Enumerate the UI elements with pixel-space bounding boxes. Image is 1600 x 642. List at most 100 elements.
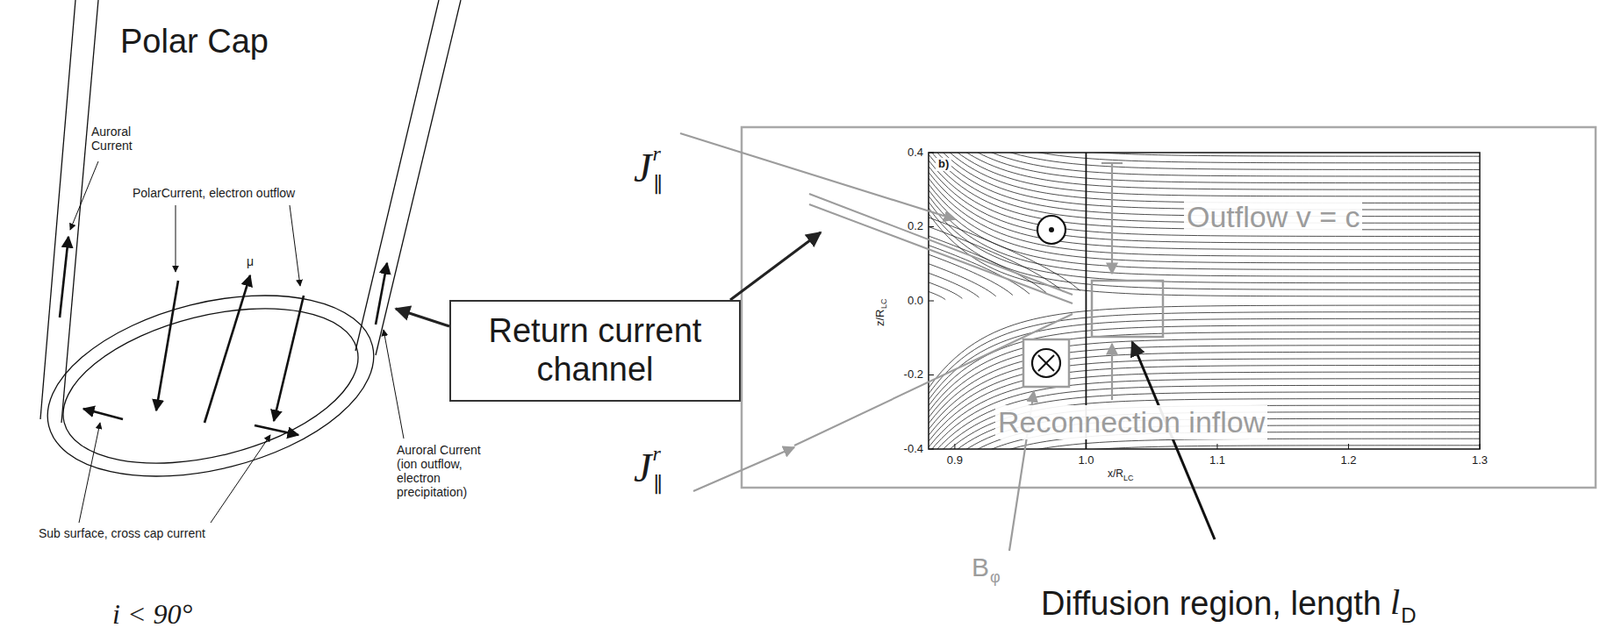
magnetic-moment-arrow	[204, 275, 251, 424]
figure-label: PolarCurrent, electron outflow	[132, 186, 295, 201]
figure-label: Outflow v = c	[1183, 200, 1363, 235]
figure-label: Reconnection inflow	[995, 405, 1268, 440]
field-out-symbol	[1037, 215, 1066, 244]
figure-label: B	[971, 552, 990, 584]
open-field-line	[928, 305, 1480, 388]
current-arrow	[693, 447, 795, 492]
axis-label: 0.2	[907, 220, 924, 234]
auroral-current-arrow	[375, 263, 388, 325]
figure-label: Auroral Current	[91, 124, 143, 153]
open-field-line	[928, 438, 1480, 450]
tick-mark	[928, 301, 934, 302]
open-field-line	[928, 152, 1480, 164]
axis-label: 0.4	[907, 146, 924, 160]
figure-label: i < 90°	[112, 598, 193, 632]
leader-line	[78, 423, 101, 524]
open-field-line	[928, 152, 1480, 184]
axis-label: 0.0	[907, 294, 924, 309]
diffusion-arrow	[1132, 342, 1215, 540]
leader-line	[289, 205, 301, 287]
inflow-arrow	[1111, 163, 1113, 274]
polar-current-arrow	[156, 280, 179, 411]
field-in-cross	[1038, 355, 1055, 372]
closed-field-line	[928, 272, 980, 298]
callout-arrow	[395, 308, 450, 327]
figure-label: φ	[990, 568, 1001, 588]
closed-field-line	[928, 291, 946, 300]
tick-mark	[1348, 444, 1349, 450]
figure-label: ∥	[652, 473, 663, 499]
figure-label: Auroral Current (ion outflow, electron p…	[396, 443, 488, 500]
figure-label: μ	[246, 254, 254, 269]
polar-current-arrow	[273, 295, 304, 422]
open-field-line	[928, 152, 1480, 190]
callout-box: Return current channel	[449, 300, 741, 402]
tube-wall	[61, 0, 99, 424]
closed-field-line	[928, 236, 1047, 294]
axis-label: x/R	[1107, 468, 1124, 481]
cap-rim-inner	[47, 281, 374, 491]
figure-label: b)	[935, 157, 952, 172]
tube-wall	[375, 0, 461, 356]
axis-label: 1.0	[1077, 454, 1094, 468]
current-arrow	[680, 133, 955, 220]
leader-line	[210, 435, 271, 524]
tick-mark	[1216, 444, 1218, 450]
figure-label: r	[652, 142, 661, 167]
leader-line	[70, 161, 99, 230]
axis-label: LC	[1123, 473, 1134, 483]
axis-label: -0.4	[904, 443, 924, 457]
tick-mark	[1479, 444, 1481, 450]
figure-label: D	[1400, 603, 1416, 629]
axis-label: 1.1	[1209, 454, 1226, 468]
open-field-line	[928, 392, 1480, 450]
cross-cap-arrow	[254, 425, 299, 436]
leader-line	[175, 205, 177, 273]
inflow-bar	[1101, 162, 1123, 165]
axis-label: LC	[879, 298, 889, 309]
field-in-cross	[1038, 355, 1055, 372]
b-phi-box	[1023, 339, 1070, 388]
figure-label: ∥	[652, 173, 663, 199]
axis-label: -0.2	[904, 368, 924, 382]
tick-mark	[954, 444, 955, 450]
tick-mark	[928, 449, 934, 451]
figure-label: J	[633, 145, 652, 193]
field-out-dot	[1048, 227, 1055, 233]
inflow-arrow	[1111, 344, 1113, 401]
axis-label: 1.3	[1471, 454, 1488, 468]
figure-label: J	[633, 445, 652, 493]
tick-mark	[928, 226, 934, 228]
diffusion-region-box	[1091, 280, 1163, 338]
figure-label: Polar Cap	[120, 22, 269, 62]
field-lines	[928, 152, 1480, 450]
cap-rim-outer	[28, 265, 394, 508]
leader-line	[383, 330, 404, 439]
figure-label: l	[1390, 582, 1400, 624]
figure-frame	[741, 127, 1596, 488]
callout-text: Return current channel	[451, 312, 740, 389]
tick-mark	[928, 152, 934, 154]
axis-label: z/R	[874, 309, 888, 328]
tube-wall	[355, 0, 439, 352]
reconnection-figure	[680, 77, 1596, 552]
polar-cap-figure	[28, 0, 461, 524]
axis-label: 1.2	[1340, 454, 1357, 468]
axis-label: 0.9	[947, 454, 963, 468]
current-channel	[809, 204, 1073, 304]
current-channel	[809, 193, 1073, 295]
figure-label: Sub surface, cross cap current	[38, 526, 206, 541]
auroral-current-arrow	[59, 236, 69, 318]
field-in-symbol	[1032, 349, 1061, 378]
cross-cap-arrow	[83, 408, 123, 420]
open-field-line	[928, 372, 1480, 448]
plot-axes	[928, 152, 1480, 450]
tube-wall	[40, 0, 76, 420]
figure-label: r	[652, 442, 661, 467]
tick-mark	[1085, 444, 1087, 450]
open-field-line	[928, 152, 1480, 170]
tick-mark	[928, 374, 934, 376]
open-field-line	[928, 399, 1480, 450]
